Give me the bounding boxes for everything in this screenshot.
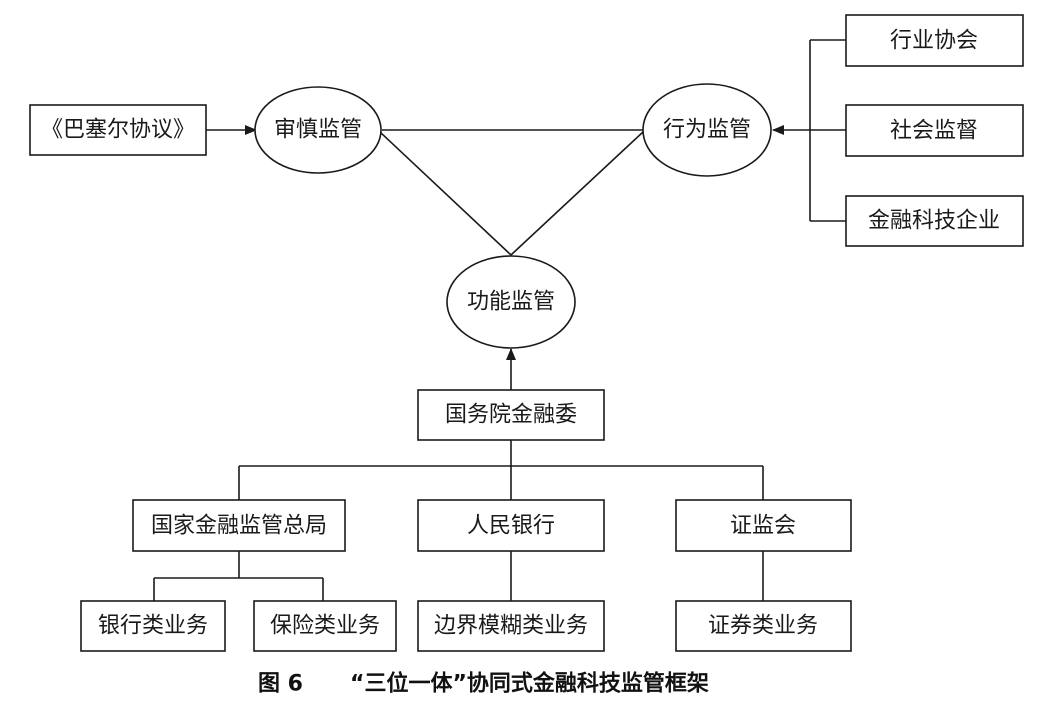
industry-association-box (845, 14, 1024, 67)
csrc-label: 证监会 (730, 514, 796, 539)
fintech-firms-box (845, 195, 1024, 247)
pboc-label: 人民银行 (467, 514, 555, 539)
social-supervision-label: 社会监督 (890, 119, 978, 144)
conduct-regulation-label: 行为监管 (663, 118, 751, 143)
prudential-regulation-ellipse (254, 86, 382, 174)
functional-regulation-ellipse (446, 255, 576, 349)
boundary-business-label: 边界模糊类业务 (434, 614, 588, 639)
industry-association-label: 行业协会 (890, 29, 978, 54)
banking-business-label: 银行类业务 (98, 614, 208, 639)
nfra-label: 国家金融监管总局 (151, 514, 327, 539)
insurance-business-label: 保险类业务 (270, 614, 380, 639)
fintech-firms-label: 金融科技企业 (868, 209, 1000, 234)
boundary-business-box (417, 600, 605, 652)
securities-business-label: 证券类业务 (708, 614, 818, 639)
securities-business-box (675, 600, 852, 652)
figure-title: “三位一体”协同式金融科技监管框架 (350, 671, 709, 697)
state-council-committee-label: 国务院金融委 (445, 403, 577, 428)
pboc-box (417, 499, 605, 552)
nfra-box (132, 499, 346, 552)
banking-business-box (80, 600, 226, 652)
basel-accord-box (29, 104, 207, 156)
insurance-business-box (253, 600, 397, 652)
basel-accord-label: 《巴塞尔协议》 (41, 118, 195, 143)
prudential-regulation-label: 审慎监管 (274, 118, 362, 143)
social-supervision-box (845, 104, 1024, 157)
figure-number: 图 6 (258, 672, 303, 697)
state-council-committee-box (417, 389, 605, 441)
conduct-functional-link (510, 131, 644, 256)
conduct-regulation-ellipse (642, 83, 772, 177)
prudential-functional-link (379, 131, 512, 256)
functional-regulation-label: 功能监管 (467, 290, 555, 315)
csrc-box (675, 499, 852, 552)
